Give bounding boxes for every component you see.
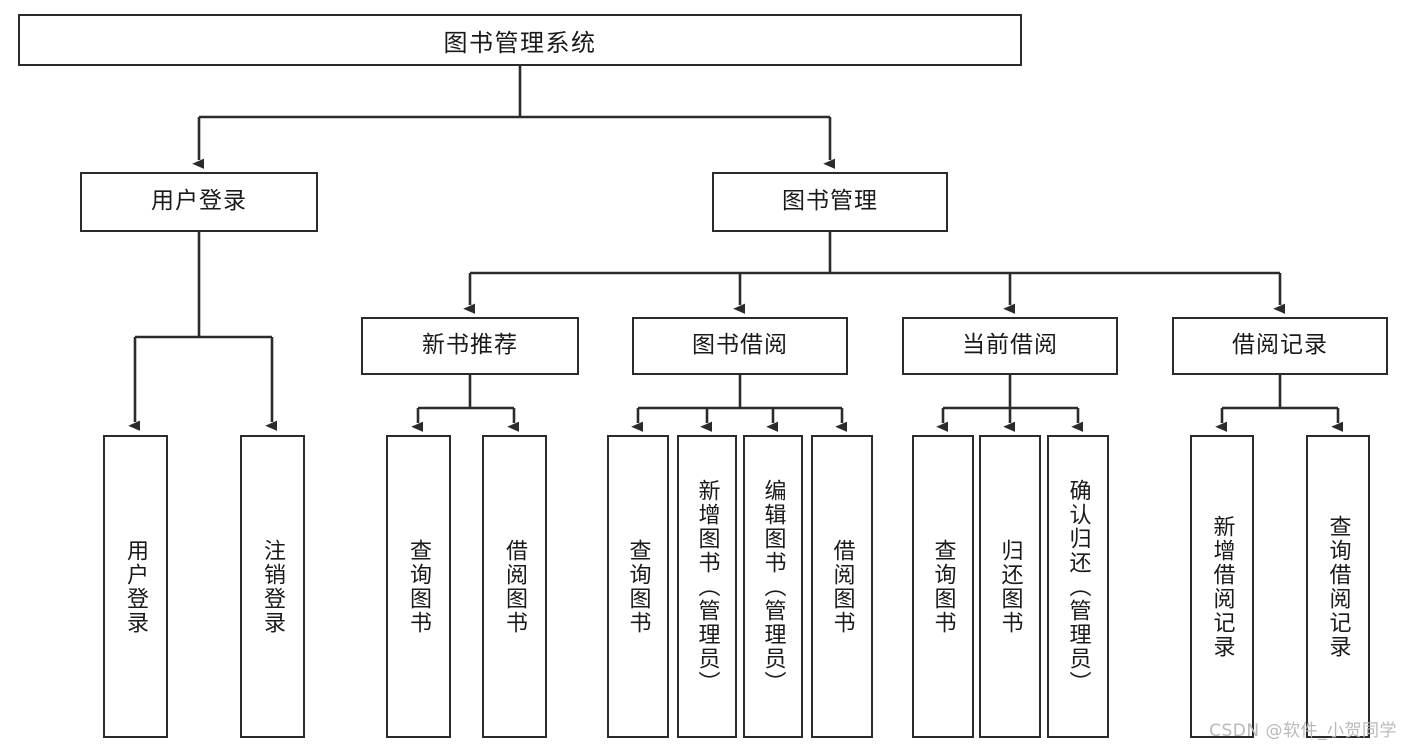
csdn-watermark: CSDN @软件_小贺同学: [1209, 721, 1397, 741]
leaf-borrow-book[interactable]: 借阅图书: [811, 435, 873, 738]
node-current-borrow[interactable]: 当前借阅: [902, 317, 1118, 375]
leaf-query-book-borrow[interactable]: 查询图书: [607, 435, 669, 738]
node-label: 图书管理系统: [443, 28, 597, 57]
node-book-borrow[interactable]: 图书借阅: [632, 317, 848, 375]
node-root-system[interactable]: 图书管理系统: [18, 14, 1022, 66]
leaf-borrow-book-recommend[interactable]: 借阅图书: [482, 435, 547, 738]
node-book-management[interactable]: 图书管理: [712, 172, 948, 232]
leaf-label: 确认归还（管理员）: [1065, 478, 1091, 695]
node-label: 新书推荐: [422, 332, 518, 359]
leaf-add-book-admin[interactable]: 新增图书（管理员）: [677, 435, 737, 738]
node-label: 借阅记录: [1232, 332, 1328, 359]
leaf-label: 查询图书: [406, 538, 432, 635]
node-label: 用户登录: [151, 188, 247, 215]
leaf-label: 新增图书（管理员）: [694, 478, 720, 695]
leaf-query-book-current[interactable]: 查询图书: [912, 435, 974, 738]
leaf-user-login[interactable]: 用户登录: [103, 435, 168, 738]
leaf-label: 借阅图书: [829, 538, 855, 635]
leaf-add-borrow-record[interactable]: 新增借阅记录: [1190, 435, 1254, 738]
leaf-return-book[interactable]: 归还图书: [979, 435, 1041, 738]
leaf-query-book-recommend[interactable]: 查询图书: [386, 435, 451, 738]
leaf-label: 编辑图书（管理员）: [760, 478, 786, 695]
leaf-label: 查询图书: [625, 538, 651, 635]
leaf-edit-book-admin[interactable]: 编辑图书（管理员）: [743, 435, 803, 738]
leaf-label: 注销登录: [260, 538, 286, 635]
leaf-label: 借阅图书: [502, 538, 528, 635]
node-label: 图书管理: [782, 188, 878, 215]
leaf-label: 查询借阅记录: [1325, 514, 1351, 659]
node-borrow-records[interactable]: 借阅记录: [1172, 317, 1388, 375]
node-label: 图书借阅: [692, 332, 788, 359]
node-user-login[interactable]: 用户登录: [80, 172, 318, 232]
leaf-logout[interactable]: 注销登录: [240, 435, 305, 738]
leaf-label: 查询图书: [930, 538, 956, 635]
leaf-label: 新增借阅记录: [1209, 514, 1235, 659]
node-new-book-recommend[interactable]: 新书推荐: [361, 317, 579, 375]
node-label: 当前借阅: [962, 332, 1058, 359]
leaf-label: 用户登录: [123, 538, 149, 635]
leaf-label: 归还图书: [997, 538, 1023, 635]
leaf-confirm-return-admin[interactable]: 确认归还（管理员）: [1047, 435, 1109, 738]
leaf-query-borrow-record[interactable]: 查询借阅记录: [1306, 435, 1370, 738]
